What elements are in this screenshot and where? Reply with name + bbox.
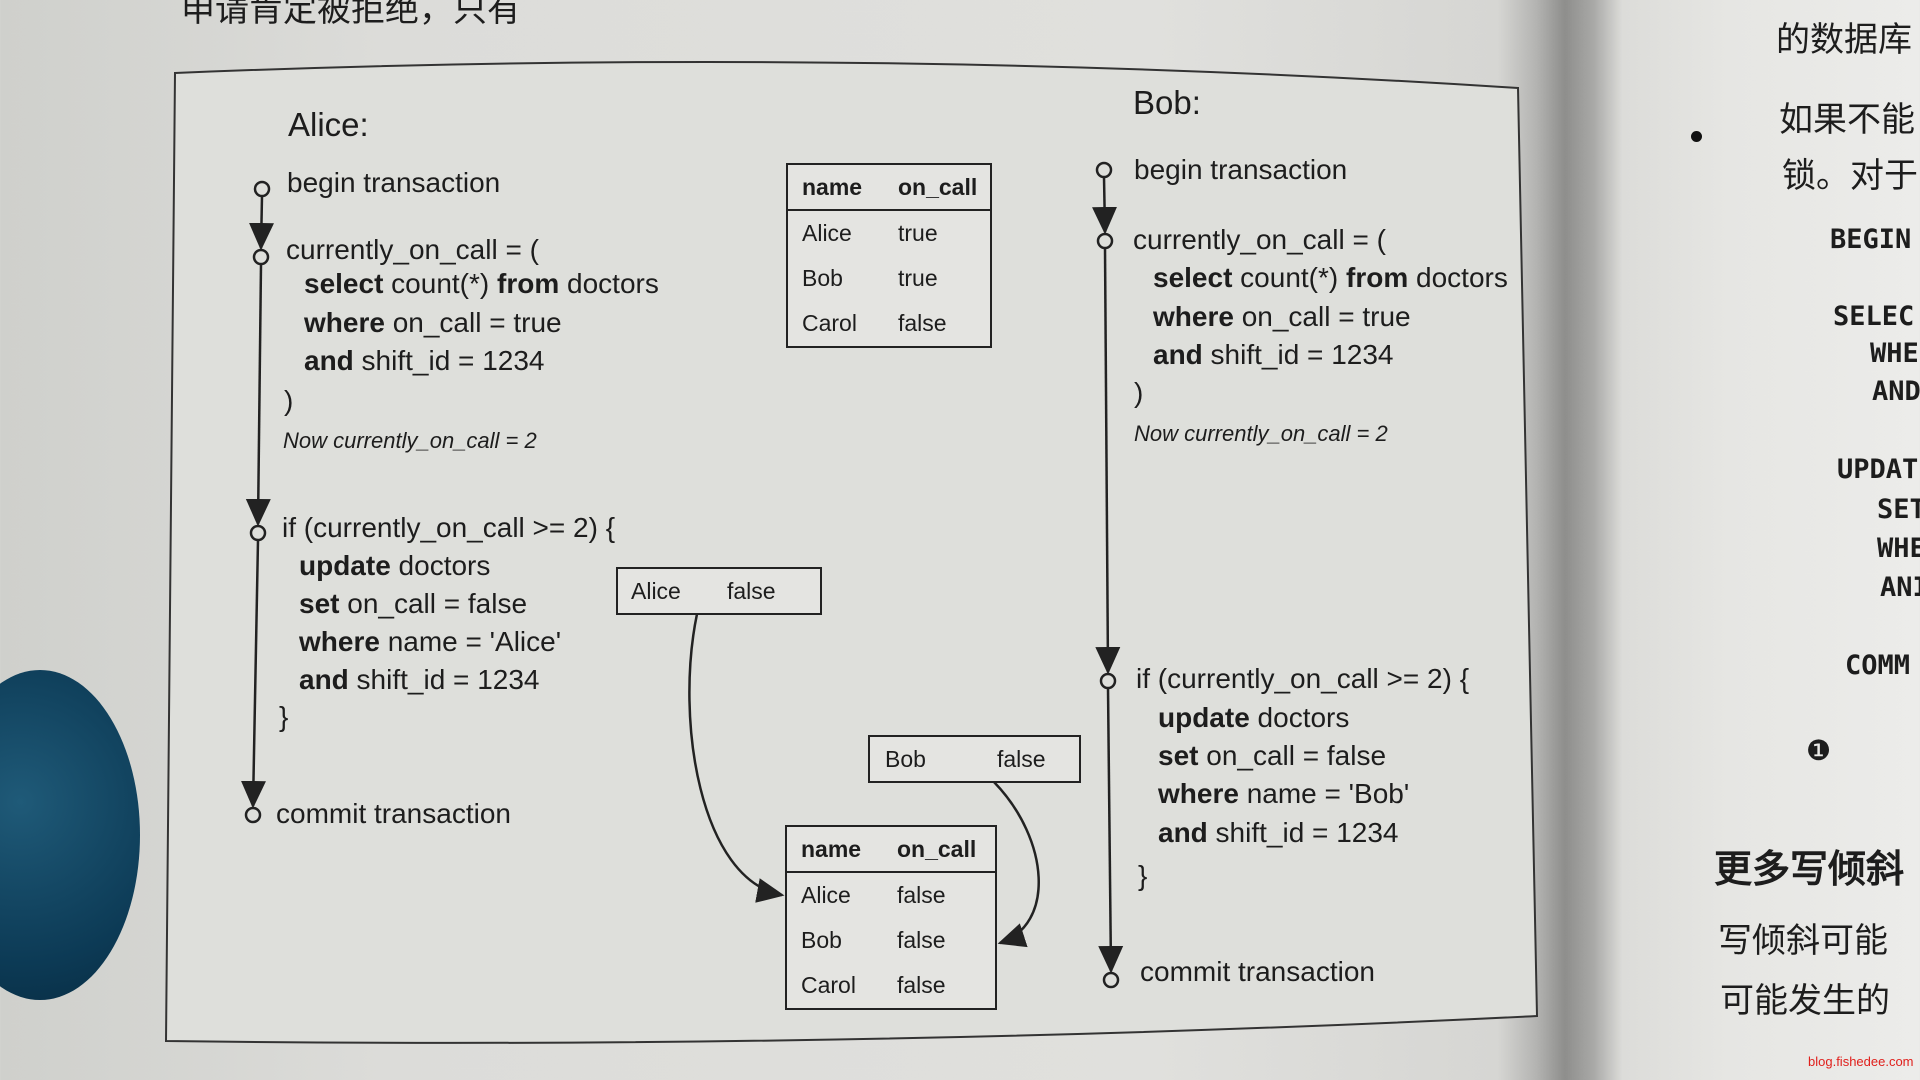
code-line: WHE [1877, 533, 1920, 564]
bob-close-brace: } [1138, 860, 1148, 891]
code-line: SET [1877, 494, 1920, 525]
code-line: ANI [1880, 572, 1920, 603]
bob-where2-line: where name = 'Bob' [1158, 778, 1410, 809]
bob-note: Now currently_on_call = 2 [1134, 421, 1388, 446]
code-line: AND [1872, 376, 1920, 407]
bob-commit: commit transaction [1140, 956, 1375, 987]
alice-begin: begin transaction [287, 167, 501, 198]
code-line: WHE [1870, 338, 1919, 369]
code-line: COMM [1845, 650, 1911, 681]
alice-select-line: select count(*) from doctors [304, 268, 659, 299]
bob-and-line: and shift_id = 1234 [1153, 339, 1394, 370]
bob-where-line: where on_call = true [1153, 301, 1411, 332]
alice-and2-line: and shift_id = 1234 [299, 664, 540, 695]
alice-update-line: update doctors [299, 550, 491, 581]
code-line: BEGIN [1830, 224, 1912, 255]
alice-timeline [240, 180, 274, 824]
right-text-line: 锁。对于 [1782, 156, 1918, 196]
section-heading: 更多写倾斜 [1714, 847, 1905, 891]
callout-icon: ❶ [1806, 735, 1832, 766]
watermark: blog.fishedee.com [1808, 1054, 1914, 1069]
code-line: UPDAT [1837, 454, 1919, 485]
bob-begin: begin transaction [1134, 154, 1348, 185]
bob-select-line: select count(*) from doctors [1153, 262, 1508, 293]
alice-label: Alice: [288, 106, 369, 143]
bullet-icon [1691, 131, 1702, 142]
right-text-line: 的数据库 [1776, 20, 1912, 60]
bob-close-paren: ) [1134, 377, 1144, 408]
bob-and2-line: and shift_id = 1234 [1158, 817, 1399, 848]
bob-timeline [1092, 161, 1124, 989]
bob-assign: currently_on_call = ( [1133, 224, 1386, 255]
code-line: SELEC [1833, 301, 1915, 332]
bob-if-line: if (currently_on_call >= 2) { [1136, 663, 1470, 694]
right-text-line: 写倾斜可能 [1718, 921, 1888, 961]
right-text-line: 如果不能 [1779, 100, 1915, 140]
alice-note: Now currently_on_call = 2 [283, 428, 537, 453]
alice-close-paren: ) [284, 385, 294, 416]
alice-and-line: and shift_id = 1234 [304, 345, 545, 376]
alice-write-arrow [688, 613, 785, 903]
bob-set-line: set on_call = false [1158, 740, 1387, 771]
bob-write-arrow [993, 781, 1040, 948]
figure-frame [164, 60, 1539, 1044]
alice-set-line: set on_call = false [299, 588, 528, 619]
alice-where2-line: where name = 'Alice' [299, 626, 562, 657]
alice-close-brace: } [279, 701, 289, 732]
alice-commit: commit transaction [276, 798, 511, 829]
right-text-line: 可能发生的 [1720, 981, 1890, 1021]
alice-if-line: if (currently_on_call >= 2) { [282, 512, 616, 543]
bob-update-line: update doctors [1158, 702, 1350, 733]
bob-label: Bob: [1133, 84, 1201, 121]
alice-where-line: where on_call = true [304, 307, 562, 338]
page-top-text: 申请肯定被拒绝，只有 [181, 0, 521, 30]
alice-assign: currently_on_call = ( [286, 234, 539, 265]
